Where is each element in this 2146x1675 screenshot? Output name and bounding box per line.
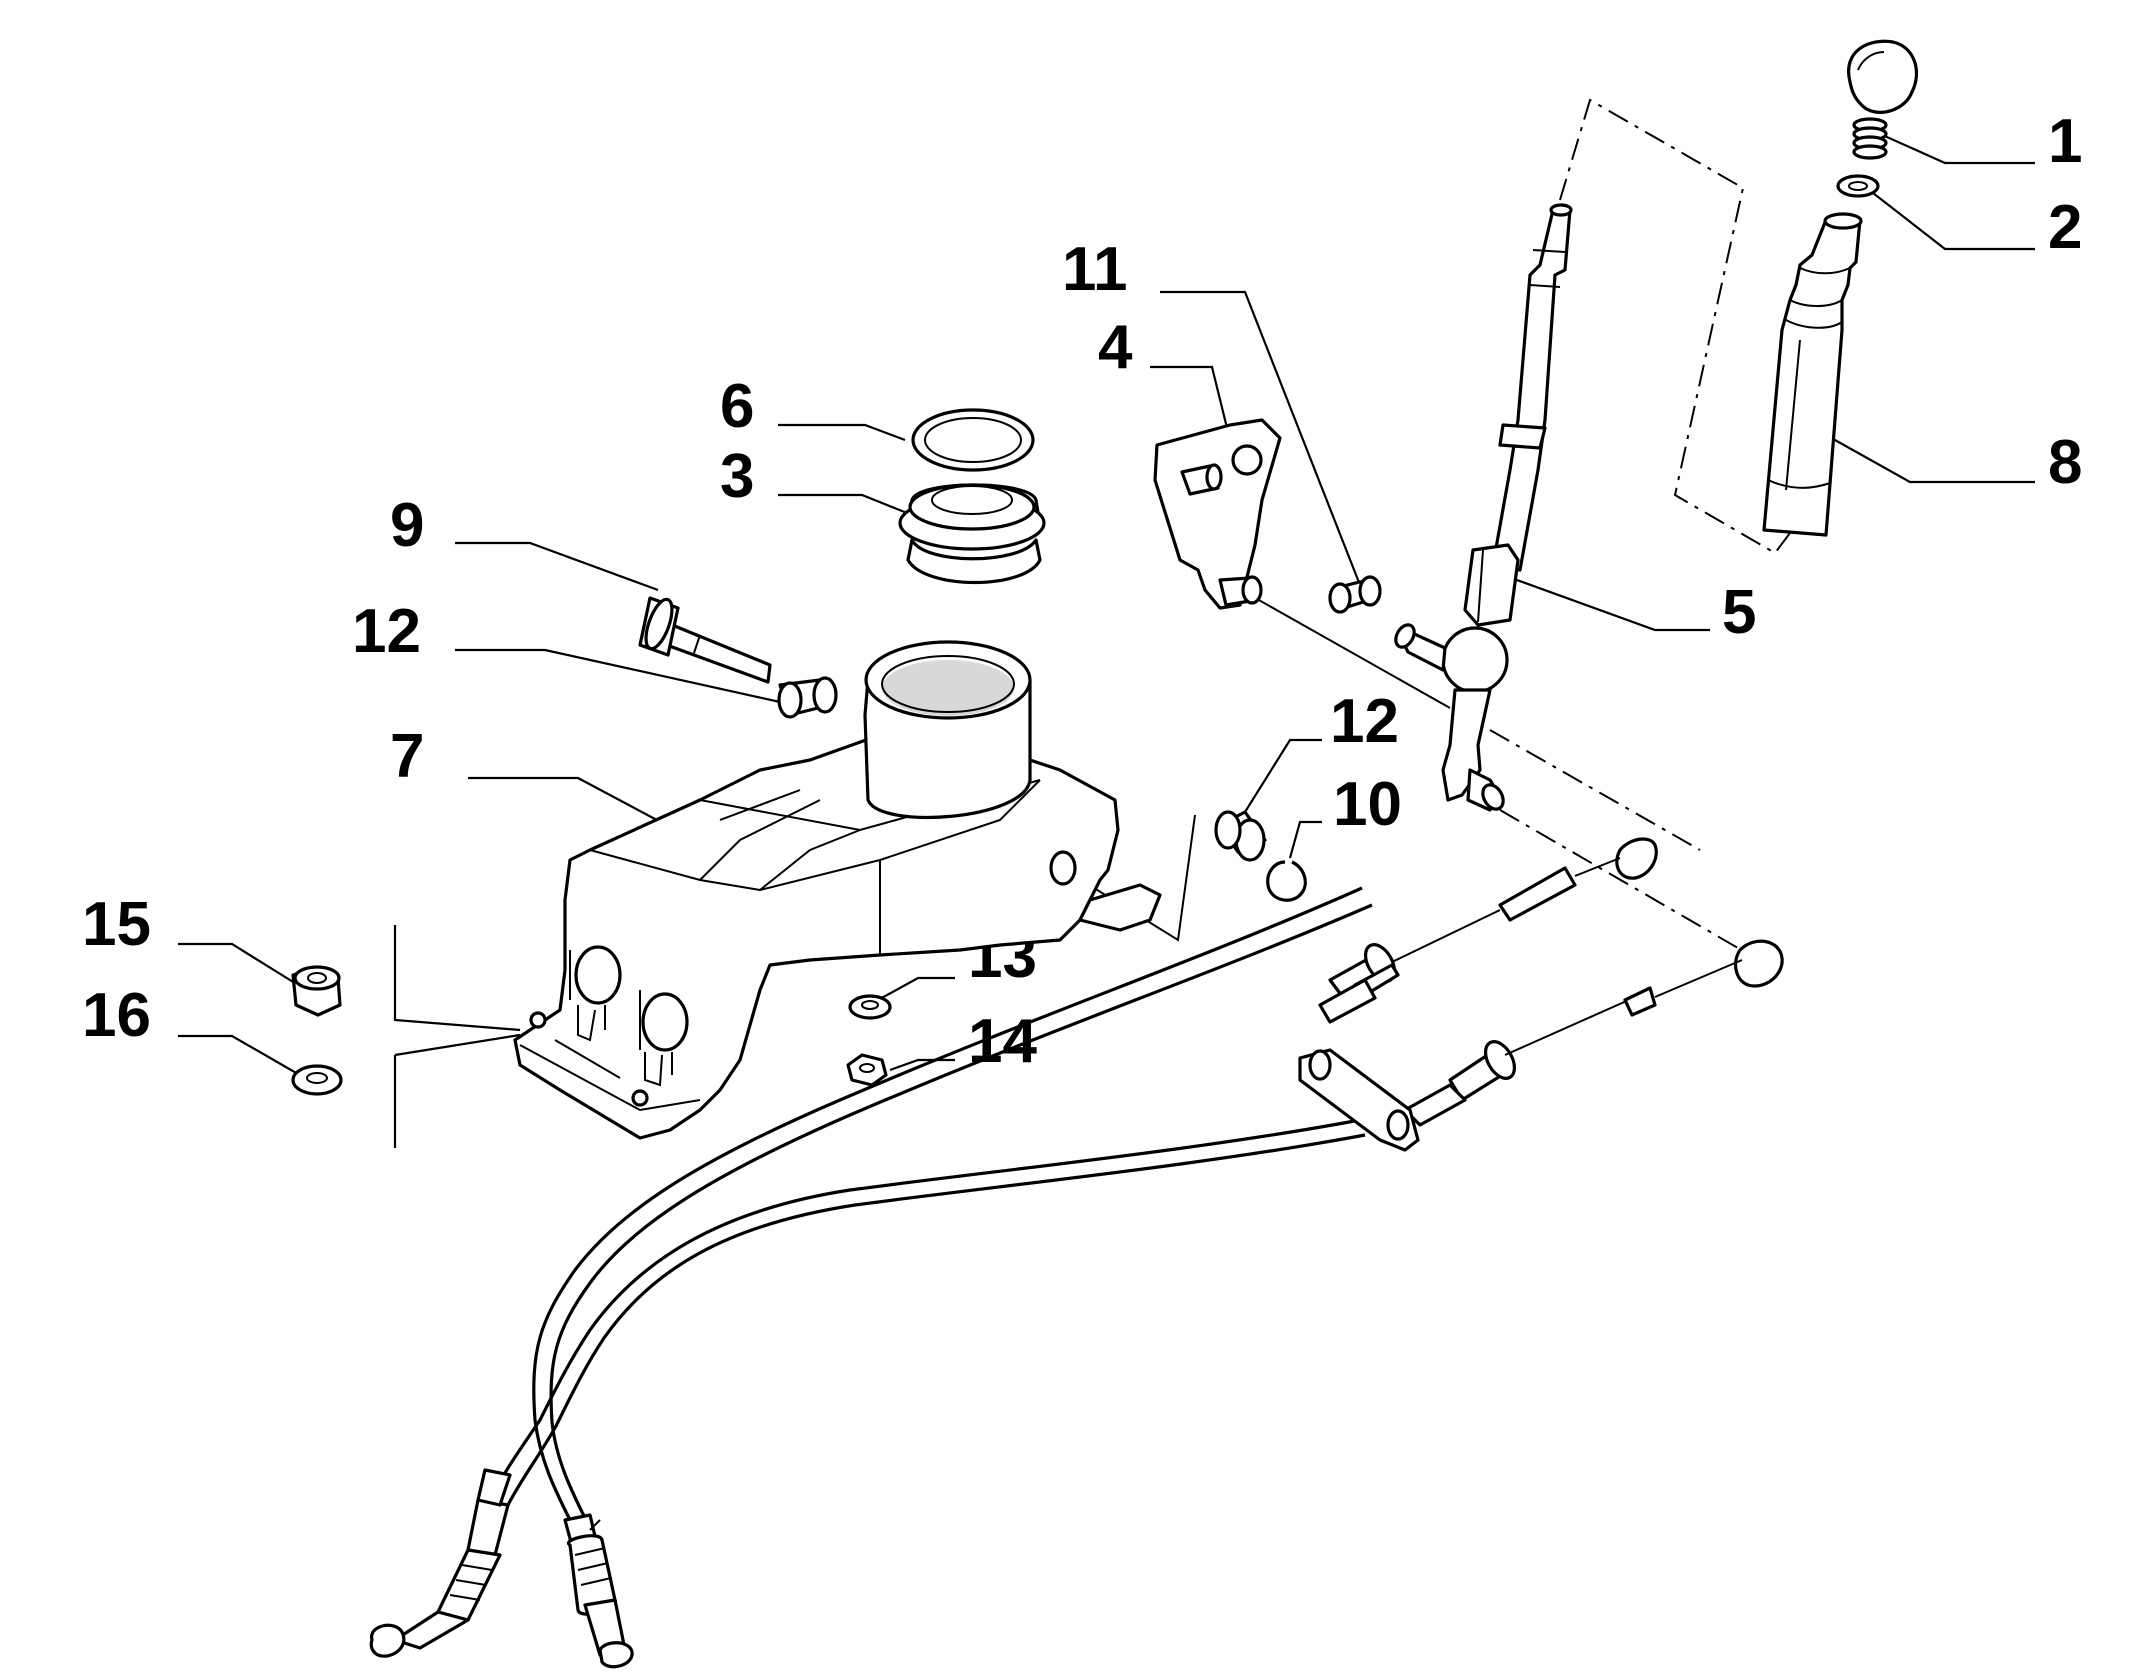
leader-line-16 (178, 1034, 299, 1075)
part-11-bush (1328, 575, 1382, 614)
housing-end-cutouts (569, 945, 689, 1087)
part-7-housing (513, 640, 1162, 1140)
leader-line-14 (889, 1058, 955, 1072)
part-4-bracket (1153, 418, 1282, 610)
spring (1852, 117, 1888, 160)
assembly-line-lever-cable-1 (1489, 729, 1701, 851)
leader-line-15 (178, 942, 299, 986)
callout-label-2: 2 (2048, 193, 2082, 262)
lever-hex-collar (1463, 543, 1520, 627)
assembly-line-lever-cable-2 (1499, 809, 1751, 956)
callout-label-1: 1 (2048, 107, 2082, 176)
leader-bracket-link (394, 1033, 521, 1057)
callout-label-16: 16 (82, 981, 151, 1050)
cable-1-lever-end (1318, 837, 1658, 1024)
lever-ball (1441, 626, 1509, 694)
part-14-nut (846, 1053, 888, 1087)
part-3-seal (898, 483, 1046, 584)
leader-line-2 (1872, 192, 2035, 251)
leader-line-9 (455, 541, 659, 592)
part-13-washer (848, 994, 892, 1020)
callout-label-11: 11 (1062, 235, 1128, 304)
callout-label-12-right: 12 (1330, 687, 1399, 756)
leader-line-7 (468, 776, 686, 836)
part-12-right-bush (1214, 810, 1267, 862)
sleeve-body (1762, 218, 1862, 537)
part-6-o-ring (911, 408, 1035, 472)
part-5-shift-lever (1394, 203, 1573, 812)
leader-line-13 (877, 976, 955, 1001)
lever-rod (1491, 208, 1572, 572)
leader-line-5 (1502, 573, 1710, 632)
gear-cables (369, 837, 1784, 1669)
leader-line-8 (1825, 434, 2035, 484)
assembly-line-lever-to-knob (1559, 98, 1791, 555)
lever-lower-arm (1441, 688, 1492, 802)
leader-lines (178, 131, 2035, 1148)
part-10-circlip (1266, 860, 1307, 902)
callout-labels: 1 2 8 5 11 4 6 3 9 12 7 12 10 13 14 15 1… (82, 107, 2082, 1076)
leader-line-12-right (1239, 738, 1322, 821)
part-2-washer (1836, 174, 1880, 198)
leader-line-3 (778, 493, 913, 517)
leader-bracket-15-16 (393, 925, 521, 1032)
callout-label-7: 7 (390, 722, 424, 791)
leader-line-10 (1288, 820, 1322, 859)
leader-line-11 (1160, 290, 1362, 586)
part-15-nut (291, 965, 342, 1017)
callout-label-8: 8 (2048, 428, 2082, 497)
cable-1-gearbox-end (563, 1513, 634, 1669)
bracket-pivot-line (1249, 594, 1451, 709)
leader-line-6 (778, 423, 906, 442)
cable-bracket (1298, 1048, 1420, 1152)
callout-label-9: 9 (390, 491, 424, 560)
part-8-lever-sleeve (1762, 212, 1863, 537)
leader-line-4 (1150, 365, 1230, 433)
leader-line-12-left (455, 648, 781, 704)
leader-line-1 (1877, 131, 2035, 165)
callout-label-3: 3 (720, 442, 754, 511)
callout-label-6: 6 (720, 372, 754, 441)
callout-label-4: 4 (1098, 313, 1133, 382)
part-9-bolt (638, 596, 772, 684)
callout-label-12-left: 12 (352, 597, 421, 666)
bracket-plate (1153, 418, 1282, 610)
assembly-lines (1489, 98, 1791, 956)
callout-label-10: 10 (1333, 770, 1402, 839)
cable-2-gearbox-end (369, 1468, 512, 1658)
part-16-washer (291, 1064, 343, 1096)
part-1-knob-spring (1847, 39, 1919, 160)
pivot-axis-line (1064, 814, 1196, 942)
cable-2-lever-end (1403, 939, 1784, 1127)
callout-label-15: 15 (82, 890, 151, 959)
cable-1-sheath (532, 886, 1363, 1521)
callout-label-5: 5 (1722, 578, 1756, 647)
part-12-left-bush (777, 676, 838, 719)
cable-2-sheath (488, 1118, 1361, 1501)
